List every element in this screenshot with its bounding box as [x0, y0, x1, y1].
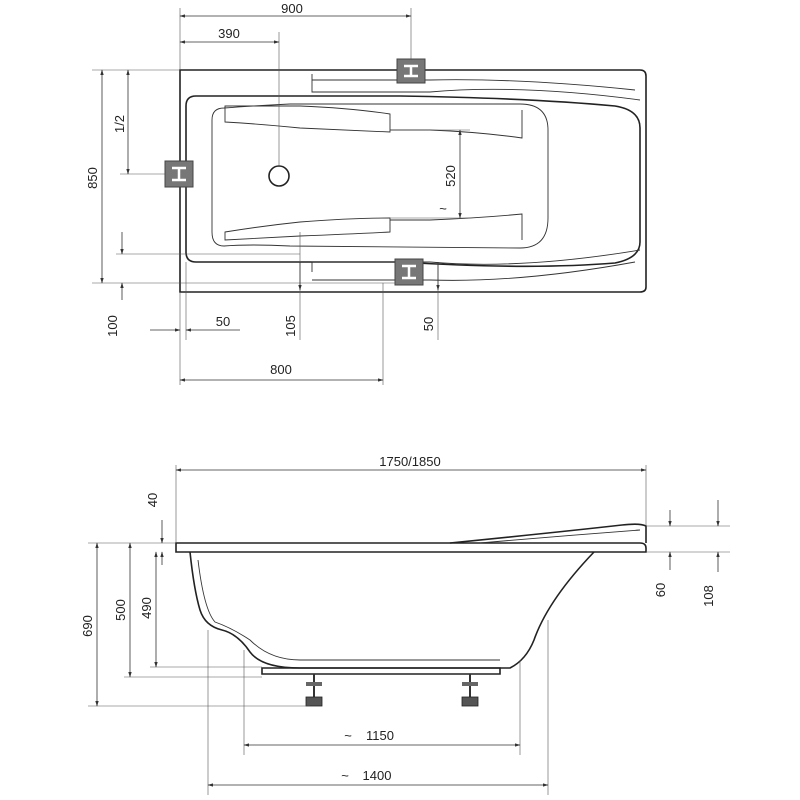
drain-icon — [268, 165, 290, 187]
dim-label-800: 800 — [270, 362, 292, 377]
tub-rim-outline — [179, 69, 647, 293]
dim-label-108: 108 — [701, 585, 716, 607]
dim-label-500: 500 — [113, 599, 128, 621]
dim-label-1150: 1150 — [366, 728, 394, 743]
dim-label-690: 690 — [80, 615, 95, 637]
dim-label-50-left: 50 — [216, 314, 230, 329]
waste-connector-icon — [394, 258, 424, 286]
dim-label-50-right: 50 — [421, 317, 436, 331]
dim-label-half: 1/2 — [112, 115, 127, 133]
top-view: 900 390 1/2 850 520 ~ 100 50 105 50 800 — [85, 1, 647, 385]
footwell-outline — [224, 105, 391, 133]
dim-label-520: 520 — [443, 165, 458, 187]
dim-label-60: 60 — [653, 583, 668, 597]
approx-symbol: ~ — [344, 728, 352, 743]
valve-connector-icon — [164, 160, 194, 188]
dim-label-490: 490 — [139, 597, 154, 619]
lower-shelf-line — [311, 249, 641, 272]
headrest-profile — [449, 523, 647, 544]
upper-shelf-line — [311, 74, 641, 101]
dim-label-1400: 1400 — [363, 768, 392, 783]
dim-label-390: 390 — [218, 26, 240, 41]
support-leg-left-icon — [305, 674, 323, 707]
side-view: 1750/1850 40 690 500 490 60 108 ~ 1150 ~… — [80, 454, 730, 795]
dim-label-900: 900 — [281, 1, 303, 16]
approx-symbol: ~ — [439, 201, 447, 216]
backrest-outline — [211, 103, 549, 249]
base-frame — [261, 667, 501, 675]
dim-label-40: 40 — [145, 493, 160, 507]
support-leg-right-icon — [461, 674, 479, 707]
tub-body-profile — [189, 551, 595, 669]
dim-label-100: 100 — [105, 315, 120, 337]
overflow-connector-icon — [396, 58, 426, 84]
approx-symbol: ~ — [341, 768, 349, 783]
tub-basin-outline — [185, 95, 641, 268]
dim-label-105: 105 — [283, 315, 298, 337]
tub-rim-profile — [175, 542, 647, 553]
dim-label-850: 850 — [85, 167, 100, 189]
dim-label-length: 1750/1850 — [379, 454, 440, 469]
